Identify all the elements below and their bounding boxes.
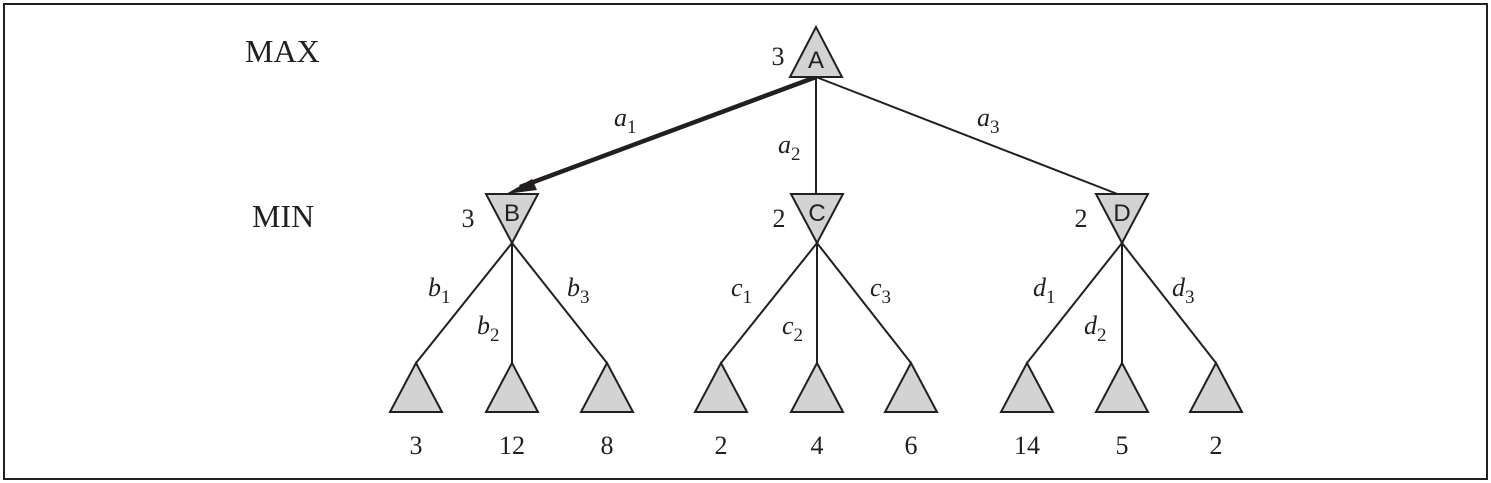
best-move-arrowhead — [506, 179, 537, 194]
leaf-triangle — [579, 360, 635, 413]
leaf-triangle — [883, 360, 939, 413]
leaf-value: 12 — [499, 431, 525, 460]
leaf-triangle — [789, 360, 845, 413]
leaf-triangle — [999, 360, 1055, 413]
edge-label-d3: d3 — [1172, 273, 1195, 308]
min-edges — [415, 242, 1217, 364]
leaf-value: 3 — [410, 431, 423, 460]
min-node-b: B 3 — [462, 193, 540, 246]
root-edges — [506, 74, 1121, 196]
leaf-triangle — [1188, 360, 1244, 413]
edge-label-b2: b2 — [477, 311, 500, 346]
min-node-triangle — [789, 193, 845, 246]
edge-label-a1: a1 — [614, 103, 637, 138]
leaf-nodes — [388, 360, 1244, 413]
leaf-triangle — [484, 360, 540, 413]
edge-c1 — [720, 242, 818, 364]
node-letter-a: A — [808, 47, 824, 74]
edge-label-a2: a2 — [778, 130, 801, 165]
edge-label-c3: c3 — [870, 273, 891, 308]
leaf-value: 6 — [905, 431, 918, 460]
node-value-d: 2 — [1075, 204, 1088, 233]
min-node-c: C 2 — [773, 193, 845, 246]
leaf-triangle — [388, 360, 444, 413]
figure-frame — [3, 3, 1488, 480]
leaf-value: 8 — [601, 431, 614, 460]
node-letter-c: C — [808, 200, 825, 227]
leaf-value: 5 — [1116, 431, 1129, 460]
leaf-value: 14 — [1014, 431, 1040, 460]
edge-d3 — [1121, 242, 1217, 364]
edge-label-d1: d1 — [1033, 273, 1056, 308]
level-label-max: MAX — [245, 33, 320, 69]
leaf-values: 3 12 8 2 4 6 14 5 2 — [410, 431, 1223, 460]
max-node-a: A 3 — [772, 24, 844, 78]
leaf-triangle — [1094, 360, 1150, 413]
leaf-value: 4 — [811, 431, 824, 460]
edge-label-c1: c1 — [731, 273, 752, 308]
min-node-triangle — [1094, 193, 1150, 246]
node-value-b: 3 — [462, 204, 475, 233]
max-node-triangle — [788, 24, 844, 78]
edge-d1 — [1026, 242, 1123, 364]
edge-label-c2: c2 — [782, 311, 803, 346]
edge-b3 — [511, 242, 608, 364]
leaf-triangle — [693, 360, 749, 413]
edge-a3 — [815, 76, 1121, 196]
level-label-min: MIN — [252, 198, 314, 234]
edge-label-b1: b1 — [428, 273, 451, 308]
edge-label-a3: a3 — [977, 103, 1000, 138]
min-edge-labels: b1 b2 b3 c1 c2 c3 d1 d2 d3 — [428, 273, 1195, 346]
node-letter-b: B — [504, 200, 520, 227]
node-value-c: 2 — [773, 204, 786, 233]
min-node-d: D 2 — [1075, 193, 1150, 246]
edge-c3 — [816, 242, 912, 364]
leaf-value: 2 — [1210, 431, 1223, 460]
node-letter-d: D — [1113, 200, 1130, 227]
root-edge-labels: a1 a2 a3 — [614, 103, 1000, 165]
edge-b1 — [415, 242, 513, 364]
edge-a1-best-move — [519, 74, 817, 190]
leaf-value: 2 — [715, 431, 728, 460]
edge-label-d2: d2 — [1084, 311, 1107, 346]
edge-label-b3: b3 — [567, 273, 590, 308]
node-value-a: 3 — [772, 42, 785, 71]
min-node-triangle — [484, 193, 540, 246]
